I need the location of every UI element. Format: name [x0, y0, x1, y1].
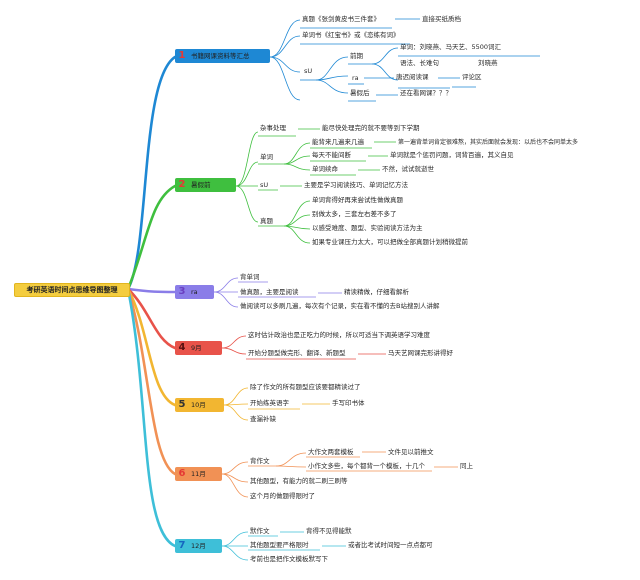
b6-timed[interactable]: 这个月的做题得限时了	[250, 492, 315, 500]
b6-essay-small-note[interactable]: 同上	[460, 462, 473, 470]
b6-essay[interactable]: 背作文	[250, 457, 270, 465]
branch-4-node[interactable]: 4 9月	[175, 341, 222, 355]
branch-3-connector	[126, 287, 177, 294]
branch-1-connector	[126, 55, 177, 291]
branch-6-label: 11月	[191, 470, 206, 478]
b1-late-note[interactable]: 还在看网课？？？	[400, 89, 452, 97]
b6-essay-large[interactable]: 大作文两套模板	[308, 448, 354, 456]
branch-3-label: ra	[191, 288, 198, 296]
branch-2-label: 暑假前	[191, 181, 211, 189]
b6-other-types[interactable]: 其他题型，有能力的就二刷三刷等	[250, 477, 348, 485]
b7-recite[interactable]: 默作文	[250, 527, 270, 535]
b1-prelim-grammar[interactable]: 语法、长难句	[400, 59, 439, 67]
b7-timed-note[interactable]: 或者比考试时间短一点点都可	[348, 541, 433, 549]
b2-real-1[interactable]: 单词背得好再来尝试性做做真题	[312, 196, 403, 204]
b5-all-types[interactable]: 除了作文的所有题型应该要都精读过了	[250, 383, 361, 391]
branch-3-number: 3	[178, 286, 186, 297]
b1-ra-course[interactable]: 唐迟阅读课	[396, 73, 429, 81]
b2-words-1-note[interactable]: 第一遍背单词肯定很难熬，其实后面就会发现：以后也不会同单太多	[398, 139, 579, 146]
branch-4-connector	[126, 287, 177, 350]
b1-real-exam[interactable]: 真题《张剑黄皮书三件套》	[302, 15, 380, 23]
b1-late[interactable]: 暑假后	[350, 89, 370, 97]
b1-ra-note[interactable]: 评论区	[462, 73, 482, 81]
b2-words-2[interactable]: 每天不能间断	[312, 151, 351, 159]
b1-prelim-vocab[interactable]: 单词：刘晓燕、马天艺、5500词汇	[400, 43, 502, 51]
b7-recite-note[interactable]: 背得不见得能默	[306, 527, 352, 535]
b2-su-note[interactable]: 主要是学习阅读技巧、单词记忆方法	[304, 181, 408, 189]
b4-types[interactable]: 开始分题型做完形、翻译、新题型	[248, 349, 346, 357]
branch-5-label: 10月	[191, 401, 206, 409]
b2-real-4[interactable]: 如果专业课压力太大，可以把做全部真题计划稍微提前	[312, 238, 468, 246]
branch-1-node[interactable]: 1 书籍网课资料等汇总	[175, 49, 270, 63]
b7-timed[interactable]: 其他题型要严格限时	[250, 541, 309, 549]
b1-prelim[interactable]: 前期	[350, 52, 363, 60]
branch-2-connector	[126, 184, 177, 291]
branch-5-connector	[126, 287, 177, 407]
b4-politics[interactable]: 这时估计政治也是正吃力的时候，所以可适当下调英语学习难度	[248, 331, 430, 339]
branch-6-connector	[126, 287, 177, 476]
branch-3-node[interactable]: 3 ra	[175, 285, 214, 299]
b2-words-2-note[interactable]: 单词就是个惩罚问题，词背百遍，其义自见	[390, 151, 514, 159]
b1-real-exam-note[interactable]: 直接买纸质档	[422, 15, 461, 23]
b1-prelim-grammar-note[interactable]: 刘晓燕	[478, 59, 498, 67]
branch-2-number: 2	[178, 179, 186, 190]
branch-1-number: 1	[178, 50, 186, 61]
b2-real-3[interactable]: 以感受难度、题型、实验阅读方法为主	[312, 224, 423, 232]
b6-essay-small[interactable]: 小作文多些，每个都背一个模板，十几个	[308, 462, 425, 470]
b3-vocab[interactable]: 背单词	[240, 273, 260, 281]
b5-review[interactable]: 查漏补缺	[250, 415, 276, 423]
b2-words-3[interactable]: 单词续命	[312, 165, 338, 173]
b2-real[interactable]: 真题	[260, 217, 273, 225]
b2-words-3-note[interactable]: 不然，试试就逝世	[382, 165, 434, 173]
b2-words-1[interactable]: 能背来几遍来几遍	[312, 138, 364, 146]
b5-handwriting[interactable]: 开始练英语字	[250, 399, 289, 407]
b4-types-note[interactable]: 马天艺网课完形讲得好	[388, 349, 453, 357]
branch-4-number: 4	[178, 342, 186, 353]
b2-misc[interactable]: 杂事处理	[260, 124, 286, 132]
branch-1-label: 书籍网课资料等汇总	[191, 52, 250, 60]
b6-essay-large-note[interactable]: 文件见以前推文	[388, 448, 434, 456]
branch-6-node[interactable]: 6 11月	[175, 467, 222, 481]
branch-7-number: 7	[178, 540, 186, 551]
root-topic[interactable]: 考研英语时间点思维导图整理	[14, 283, 130, 297]
b3-real-note[interactable]: 精读精做，仔细看解析	[344, 288, 409, 296]
b3-real[interactable]: 做真题，主要是阅读	[240, 288, 299, 296]
branch-7-node[interactable]: 7 12月	[175, 539, 222, 553]
branch-7-label: 12月	[191, 542, 206, 550]
branch-6-number: 6	[178, 468, 186, 479]
branch-5-node[interactable]: 5 10月	[175, 398, 224, 412]
b7-before-exam[interactable]: 考前也是把作文模板默写下	[250, 555, 328, 563]
b2-su[interactable]: sU	[260, 181, 269, 189]
b2-words[interactable]: 单词	[260, 153, 273, 161]
b1-vocab-book[interactable]: 单词书《红宝书》或《恋练有词》	[302, 31, 400, 39]
b1-ra[interactable]: ra	[352, 74, 359, 82]
branch-4-label: 9月	[191, 344, 202, 352]
b2-real-2[interactable]: 别做太多，三套左右差不多了	[312, 210, 397, 218]
b3-reading[interactable]: 做阅读可以多刷几遍，每次有个记录，实在看不懂的去B站搜别人讲解	[240, 302, 440, 310]
b1-su[interactable]: sU	[304, 67, 313, 75]
branch-2-node[interactable]: 2 暑假前	[175, 178, 236, 192]
branch-7-connector	[126, 287, 177, 548]
branch-5-number: 5	[178, 399, 186, 410]
b2-misc-note[interactable]: 能尽快处理完的就不要等到下学期	[322, 124, 420, 132]
b5-handwriting-note[interactable]: 手写印书体	[332, 399, 365, 407]
